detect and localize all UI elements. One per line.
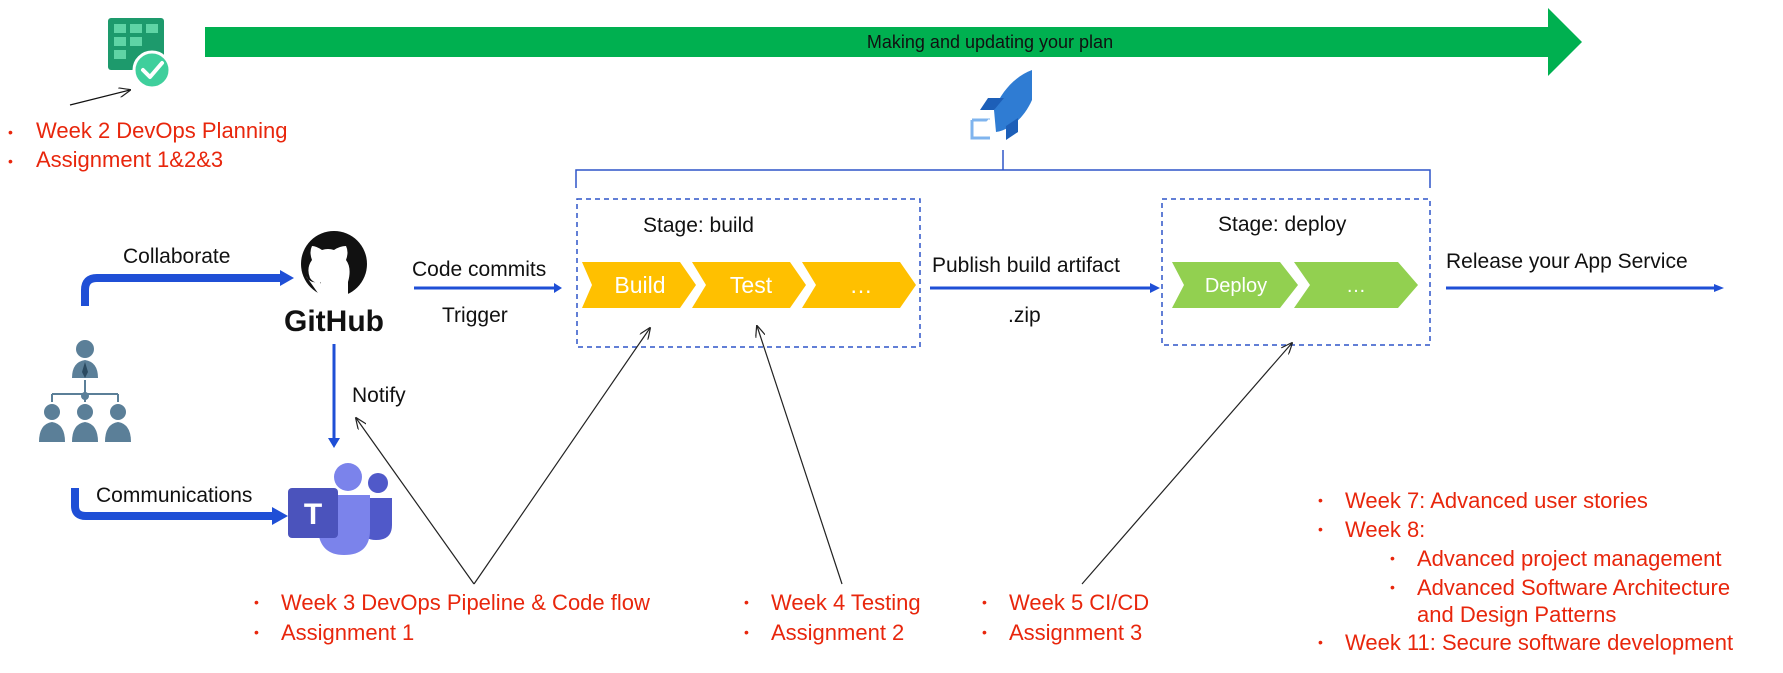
more-build-step-label: … (850, 272, 873, 298)
planning-note: Week 2 DevOps Planning (36, 118, 288, 143)
plan-banner-label: Making and updating your plan (867, 32, 1113, 52)
github-label: GitHub (284, 305, 384, 338)
org-chart-people-icon (39, 340, 131, 442)
svg-text:•: • (254, 594, 259, 610)
week5-note: Week 5 CI/CD (1009, 590, 1149, 615)
week8-note: Week 8: (1345, 517, 1425, 542)
svg-text:•: • (1318, 521, 1323, 537)
more-deploy-chevron (1294, 262, 1418, 308)
week3-note: Assignment 1 (281, 620, 414, 645)
build-step-label: Build (614, 272, 665, 298)
week4-note: Assignment 2 (771, 620, 904, 645)
communications-arrow (71, 488, 274, 520)
code-commits-label: Code commits (412, 258, 546, 281)
week5-note: Assignment 3 (1009, 620, 1142, 645)
more-build-chevron (802, 262, 916, 308)
svg-text:•: • (8, 124, 13, 140)
svg-text:•: • (982, 594, 987, 610)
publish-label: Publish build artifact (932, 254, 1120, 277)
week3-build-pointer-arrow (473, 328, 650, 585)
build-stage-chevrons: Build Test … (582, 262, 916, 308)
pipelines-rocket-icon (970, 70, 1032, 140)
collaborate-label: Collaborate (123, 245, 230, 268)
week4-notes: • Week 4 Testing • Assignment 2 (744, 590, 921, 645)
planning-note: Assignment 1&2&3 (36, 147, 223, 172)
svg-text:•: • (744, 624, 749, 640)
build-stage-title: Stage: build (643, 214, 754, 237)
week8-sub-note: Advanced Software Architecture (1417, 575, 1730, 600)
test-step-label: Test (730, 272, 773, 298)
week5-pointer-arrow (1081, 343, 1292, 585)
plan-banner-arrow: Making and updating your plan (205, 8, 1582, 76)
svg-text:T: T (304, 498, 322, 531)
svg-text:•: • (982, 624, 987, 640)
more-deploy-step-label: … (1346, 275, 1366, 297)
week4-pointer-arrow (757, 326, 843, 585)
artifact-label: .zip (1008, 304, 1041, 327)
planning-pointer-arrow (69, 90, 130, 106)
svg-text:•: • (1318, 634, 1323, 650)
teams-icon: T (288, 463, 392, 555)
week11-note: Week 11: Secure software development (1345, 630, 1733, 655)
release-label: Release your App Service (1446, 250, 1688, 273)
github-octocat-icon: GitHub (284, 231, 384, 338)
notify-label: Notify (352, 384, 406, 407)
trigger-label: Trigger (442, 304, 508, 327)
build-stage-box (576, 198, 921, 348)
deploy-stage-chevrons: Deploy … (1172, 262, 1418, 308)
week3-notes: • Week 3 DevOps Pipeline & Code flow • A… (254, 590, 650, 645)
week3-note: Week 3 DevOps Pipeline & Code flow (281, 590, 650, 615)
deploy-chevron (1172, 262, 1298, 308)
deploy-stage-title: Stage: deploy (1218, 213, 1347, 236)
communications-label: Communications (96, 484, 252, 507)
pipeline-bracket (575, 150, 1431, 188)
week8-sub-note: Advanced project management (1417, 546, 1722, 571)
build-chevron (582, 262, 696, 308)
collaborate-arrow (81, 274, 282, 306)
deploy-step-label: Deploy (1205, 275, 1267, 297)
svg-text:•: • (8, 153, 13, 169)
svg-text:•: • (254, 624, 259, 640)
right-notes: • Week 7: Advanced user stories • Week 8… (1318, 488, 1733, 655)
test-chevron (692, 262, 806, 308)
planning-notes: • Week 2 DevOps Planning • Assignment 1&… (8, 118, 288, 172)
boards-check-icon (108, 18, 172, 90)
svg-text:•: • (744, 594, 749, 610)
svg-text:•: • (1390, 550, 1395, 566)
svg-text:•: • (1318, 492, 1323, 508)
svg-text:•: • (1390, 579, 1395, 595)
note-pointer-arrows (356, 326, 1292, 585)
week8-sub-note: and Design Patterns (1417, 602, 1616, 627)
week3-pointer-arrow (356, 418, 475, 585)
week4-note: Week 4 Testing (771, 590, 921, 615)
week7-note: Week 7: Advanced user stories (1345, 488, 1648, 513)
week5-notes: • Week 5 CI/CD • Assignment 3 (982, 590, 1149, 645)
